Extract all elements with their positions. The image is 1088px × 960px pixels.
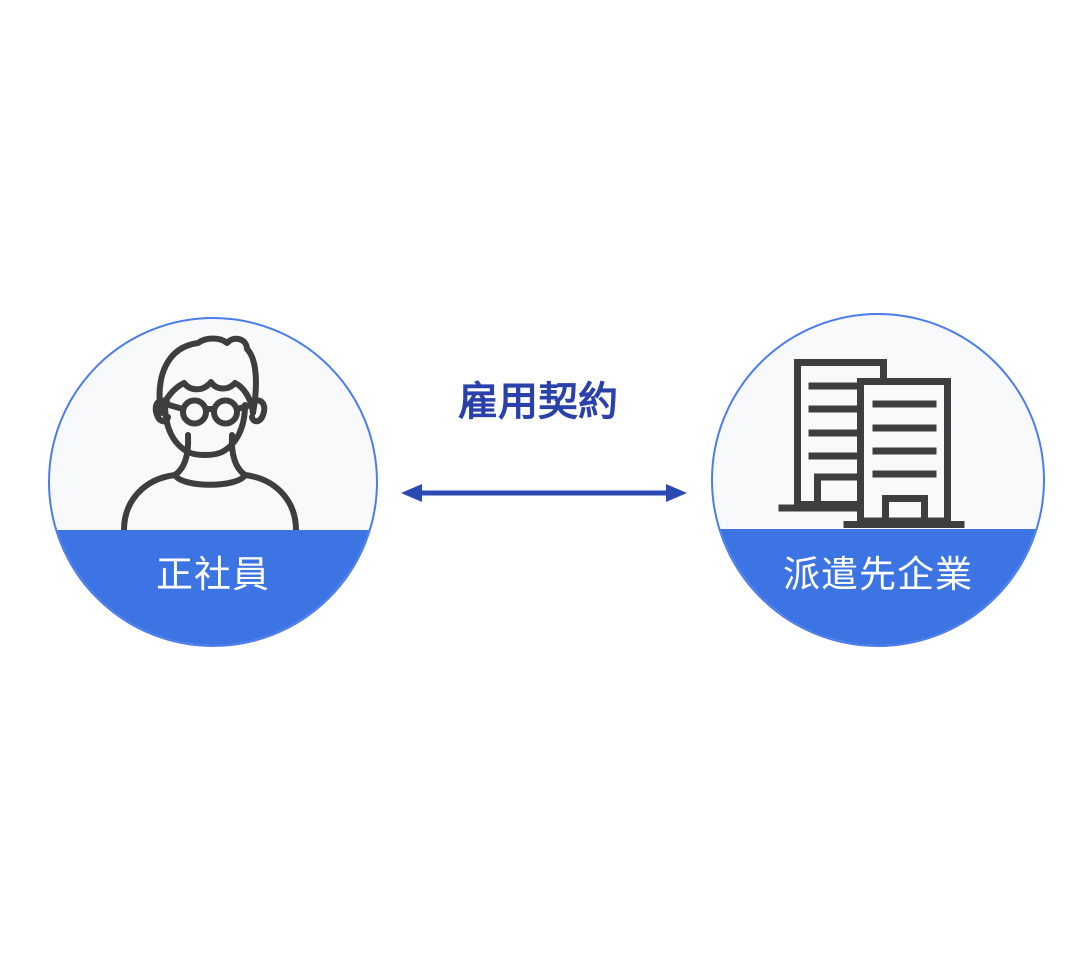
person-icon bbox=[121, 335, 299, 530]
double-arrow-icon bbox=[401, 484, 687, 502]
building-icon bbox=[778, 359, 965, 528]
relation-connector bbox=[399, 480, 689, 506]
entity-company-label: 派遣先企業 bbox=[783, 553, 973, 595]
entity-employee: 正社員 bbox=[48, 317, 378, 647]
entity-label-band: 派遣先企業 bbox=[713, 529, 1043, 645]
entity-company: 派遣先企業 bbox=[711, 313, 1045, 647]
entity-employee-label: 正社員 bbox=[156, 554, 270, 595]
entity-label-band: 正社員 bbox=[50, 530, 376, 645]
relation-label: 雇用契約 bbox=[458, 380, 618, 424]
